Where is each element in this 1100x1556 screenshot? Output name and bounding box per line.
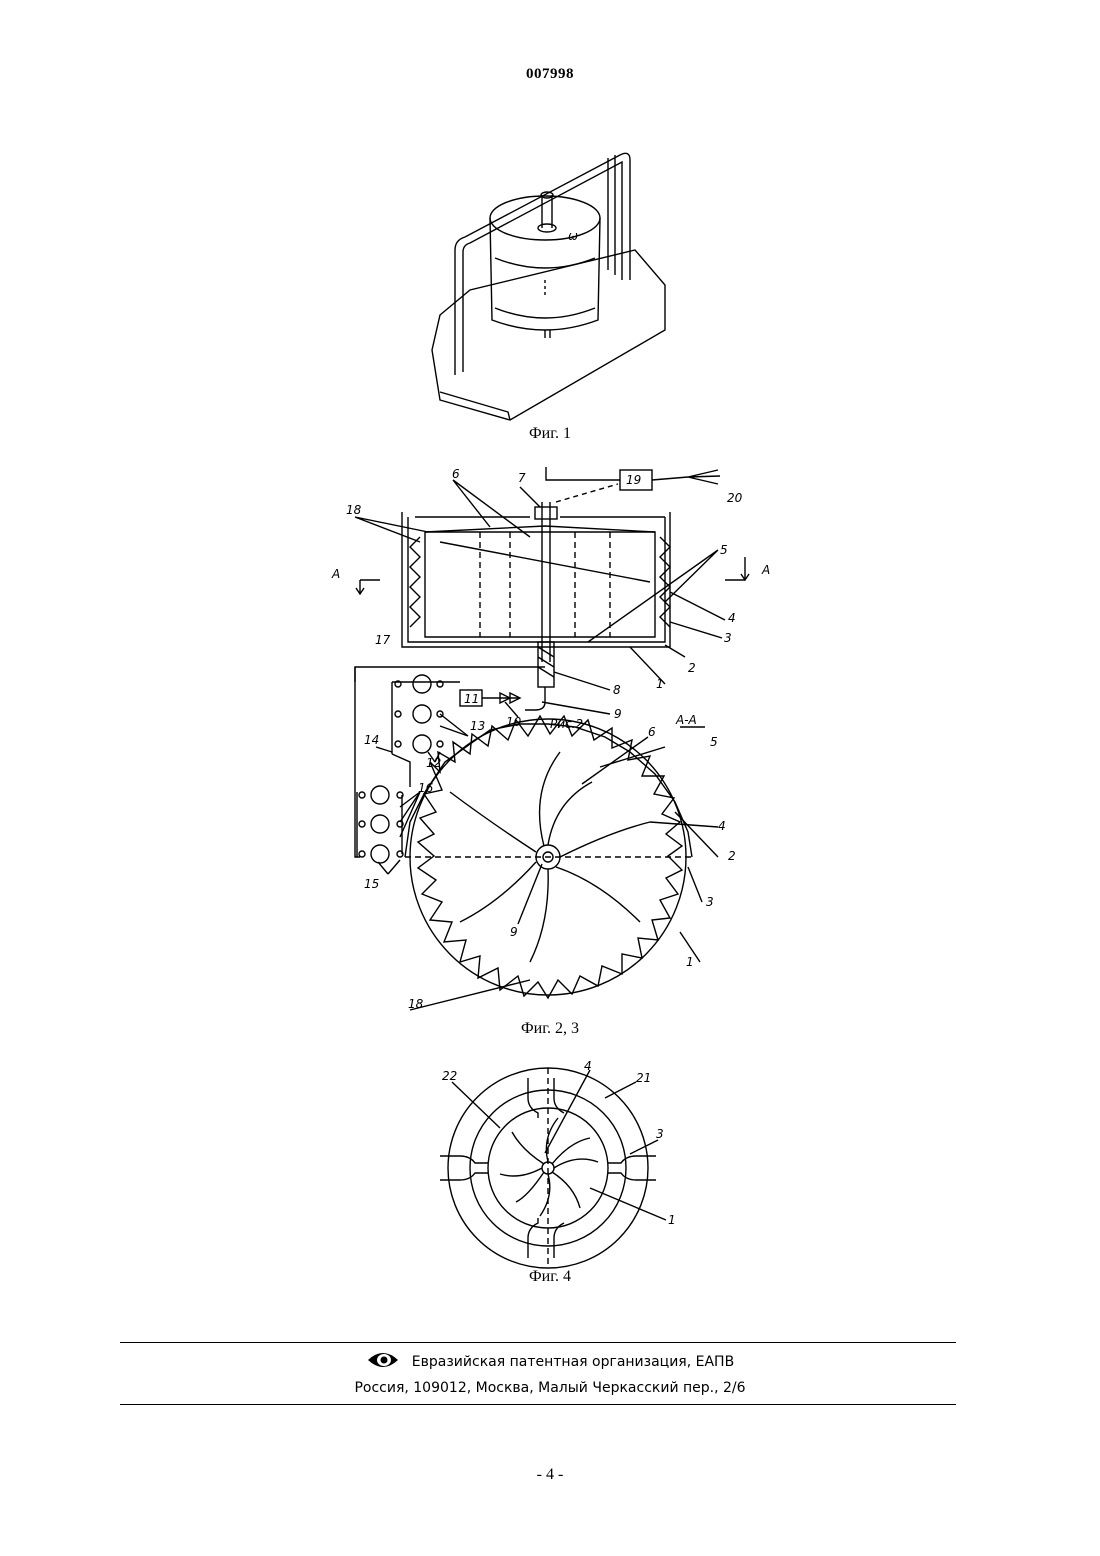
label-13: 13 <box>470 719 485 733</box>
eye-logo-icon <box>366 1350 400 1374</box>
footer-top-rule <box>120 1342 956 1343</box>
label-5: 5 <box>720 543 728 557</box>
label-4: 4 <box>728 611 736 625</box>
fig3-label-1: 1 <box>686 955 694 969</box>
label-1: 1 <box>656 677 664 691</box>
fig3-label-6: 6 <box>648 725 656 739</box>
rotation-mark: ω <box>568 229 578 243</box>
fig3-label-9: 9 <box>510 925 518 939</box>
fig3-label-3: 3 <box>706 895 714 909</box>
figure-4-drawing: 22 4 21 3 1 <box>430 1058 680 1270</box>
label-16: 16 <box>418 781 434 795</box>
section-marker-left: А <box>331 567 340 581</box>
figure-1-caption: Фиг. 1 <box>0 425 1100 443</box>
page-number: - 4 - <box>0 1466 1100 1484</box>
label-15: 15 <box>364 877 379 891</box>
fig3-label-2: 2 <box>728 849 736 863</box>
org-name: Евразийская патентная организация, ЕАПВ <box>412 1354 734 1370</box>
document-number: 007998 <box>0 66 1100 83</box>
label-11: 11 <box>464 692 479 706</box>
fig3-label-4: 4 <box>718 819 726 833</box>
label-10: 10 <box>506 715 522 729</box>
figure-4-caption: Фиг. 4 <box>0 1268 1100 1286</box>
label-8: 8 <box>613 683 621 697</box>
section-marker-right: А <box>761 563 770 577</box>
section-label: А-А <box>675 713 697 727</box>
figure-2-inline-title: Рис.2 <box>550 717 583 731</box>
footer-bottom-rule <box>120 1404 956 1405</box>
label-14: 14 <box>364 733 379 747</box>
label-9: 9 <box>614 707 622 721</box>
footer-org-line: Евразийская патентная организация, ЕАПВ <box>0 1350 1100 1374</box>
fig3-label-18: 18 <box>408 997 424 1011</box>
label-7: 7 <box>518 471 526 485</box>
label-3: 3 <box>724 631 732 645</box>
label-6: 6 <box>452 467 460 481</box>
figure-2-3-drawing: 18 6 7 19 20 А А 5 4 3 2 1 17 8 9 10 11 … <box>320 462 790 1022</box>
org-address: Россия, 109012, Москва, Малый Черкасский… <box>0 1380 1100 1396</box>
fig3-label-5: 5 <box>710 735 718 749</box>
label-12: 12 <box>426 756 441 770</box>
label-18: 18 <box>346 503 362 517</box>
label-17: 17 <box>375 633 391 647</box>
fig4-label-21: 21 <box>636 1071 651 1085</box>
fig4-label-22: 22 <box>442 1069 457 1083</box>
label-20: 20 <box>727 491 743 505</box>
fig4-label-4: 4 <box>584 1059 592 1073</box>
figure-2-3-caption: Фиг. 2, 3 <box>0 1020 1100 1038</box>
fig4-label-1: 1 <box>668 1213 676 1227</box>
label-2: 2 <box>688 661 696 675</box>
label-19: 19 <box>626 473 641 487</box>
fig4-label-3: 3 <box>656 1127 664 1141</box>
figure-1-drawing: ω <box>420 140 680 425</box>
